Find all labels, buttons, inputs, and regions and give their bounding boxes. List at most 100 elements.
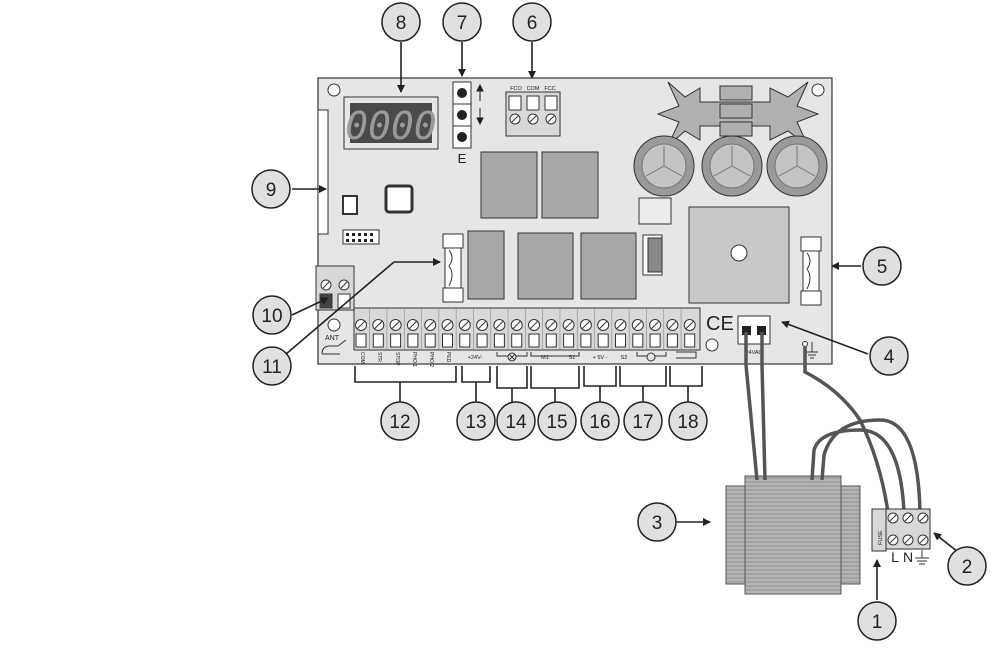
primary-wire [820, 418, 922, 513]
terminal-wire-entry [407, 333, 419, 348]
terminal-wire-entry [684, 333, 696, 348]
lamp-icon [507, 352, 517, 362]
terminal-screw-slot [443, 321, 452, 329]
terminal-label-m1: M1 [541, 355, 549, 361]
terminal-screw-slot [651, 321, 659, 329]
callout-circle-8 [381, 2, 421, 42]
terminal-label-com: COM [359, 352, 365, 364]
mount-hole [811, 83, 825, 97]
callout-circle-7 [442, 2, 482, 42]
callout-circle-17 [623, 401, 663, 441]
callout-circle-13 [456, 401, 496, 441]
terminal-wire-entry [424, 333, 436, 348]
mains-terminal-block: FUSE [871, 508, 931, 552]
antenna-icon [321, 339, 347, 355]
terminal-label-24v: +24V- [468, 355, 483, 361]
vac-pin [757, 326, 766, 335]
callout-circle-4 [869, 336, 909, 376]
callout-number-10: 10 [261, 306, 282, 327]
terminal-screw-slot [685, 321, 694, 329]
callout-number-1: 1 [872, 612, 883, 633]
capacitor [766, 135, 828, 197]
limit-label-fco: FCO [510, 86, 522, 92]
button-enter-label: E [458, 151, 467, 166]
limit-switch-terminal: FCO COM FCC [505, 86, 561, 137]
relay [580, 232, 637, 300]
heatsink [656, 81, 820, 147]
callout-number-15: 15 [546, 412, 567, 433]
terminal-wire-entry [597, 333, 609, 348]
terminal-wire-entry [528, 333, 540, 348]
small-component [638, 197, 672, 225]
callout-circle-16 [580, 401, 620, 441]
expansion-slot [317, 109, 329, 235]
terminal-screw-slot [616, 321, 625, 329]
terminal-screw-slot [564, 321, 573, 329]
terminal-wire-entry [493, 333, 505, 348]
terminal-screw-slot [530, 321, 538, 329]
callout-number-13: 13 [465, 412, 486, 433]
led-display-digits: 0000 [345, 104, 437, 148]
triac-body [647, 237, 663, 273]
capacitor [701, 135, 763, 197]
microchip [384, 184, 414, 214]
terminal-wire-entry [476, 333, 488, 348]
callout-circle-3 [637, 502, 677, 542]
terminal-wire-entry [563, 333, 575, 348]
terminal-wire-entry [580, 333, 592, 348]
terminal-label-s1: S1 [569, 355, 576, 361]
led-display [350, 103, 432, 143]
callout-number-17: 17 [632, 412, 653, 433]
callout-circle-12 [380, 401, 420, 441]
callout-number-4: 4 [884, 347, 895, 368]
terminal-screw-slot [495, 321, 504, 329]
callout-number-3: 3 [652, 513, 663, 534]
antenna-label: ANT [325, 335, 340, 342]
callout-number-12: 12 [389, 412, 410, 433]
terminal-wire-entry [442, 333, 453, 348]
callout-circle-9 [251, 169, 291, 209]
callout-number-9: 9 [266, 180, 277, 201]
fuse-holder-right [800, 236, 822, 306]
board-transformer-bolt [730, 244, 748, 262]
callout-number-5: 5 [877, 257, 888, 278]
limit-label-fcc: FCC [544, 86, 555, 92]
callout-number-11: 11 [262, 357, 282, 378]
terminal-strip [353, 307, 701, 351]
mount-hole [705, 338, 719, 352]
callout-circle-15 [537, 401, 577, 441]
mount-hole [327, 83, 341, 97]
callout-number-14: 14 [505, 412, 527, 433]
callout-circle-6 [512, 2, 552, 42]
mount-hole [327, 318, 341, 332]
vac-label: 24VAC [745, 350, 762, 356]
small-chip [342, 195, 358, 215]
terminal-wire-entry [459, 333, 471, 348]
ce-mark: CE [706, 313, 734, 335]
terminal-screw-slot [357, 321, 365, 329]
motor-icon [646, 352, 656, 362]
terminal-wire-entry [545, 333, 557, 348]
capacitor [633, 135, 695, 197]
terminal-label-ped: PED [445, 352, 451, 363]
callout-circle-14 [496, 401, 536, 441]
callout-number-6: 6 [527, 13, 538, 34]
arrow-down-icon [476, 108, 484, 126]
secondary-wire [760, 332, 767, 481]
callout-circle-10 [252, 295, 292, 335]
button-enter-cap [457, 132, 467, 142]
callout-circle-11 [252, 346, 292, 386]
terminal-screw-slot [426, 321, 435, 329]
relay [467, 230, 505, 300]
ground-wire [803, 346, 890, 513]
terminal-screw-slot [582, 321, 590, 329]
callout-circle-2 [947, 546, 987, 586]
fuse-label: FUSE [878, 530, 884, 545]
terminal-wire-entry [511, 333, 523, 348]
terminal-label-pho2: PHO 2 [428, 352, 434, 367]
earth-ground-icon [915, 550, 929, 565]
terminal-wire-entry [649, 333, 661, 348]
